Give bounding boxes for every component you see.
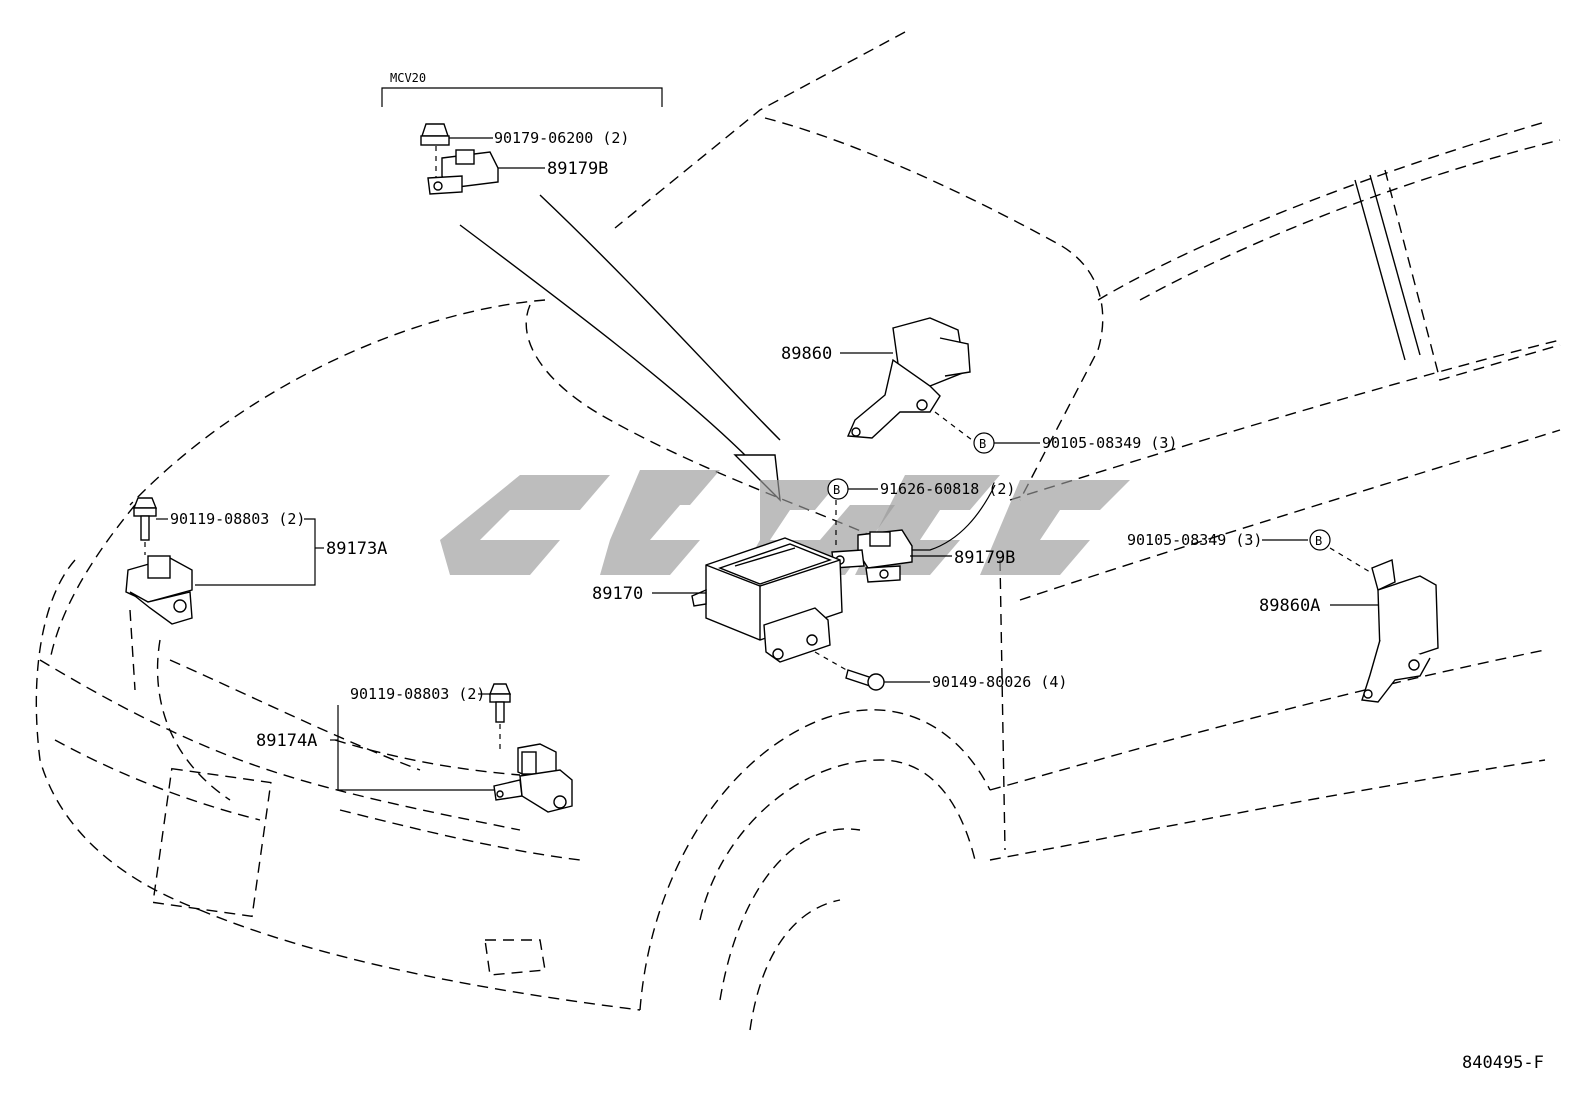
bolt-left-bottom-label: 90119-08803 (2) [350, 685, 485, 703]
sensor-89860-label: 89860 [781, 344, 832, 364]
bolt-left-top-label: 90119-08803 (2) [170, 510, 305, 528]
mcv-sensor-label: 89179B [547, 159, 608, 179]
sensor-89173a-label: 89173A [326, 539, 387, 559]
mcv-nut-label: 90179-06200 (2) [494, 129, 629, 147]
mcv20-label: MCV20 [390, 71, 426, 85]
bolt-right-top-label: 90105-08349 (3) [1042, 434, 1177, 452]
vehicle-outline [35, 31, 1561, 1031]
sensor-89179b-center: B 91626-60818 (2) 89179B [827, 478, 1015, 583]
sensor-89860a: 90105-08349 (3) B 89860A [1127, 529, 1439, 703]
sensor-89174a-label: 89174A [256, 731, 317, 751]
callout-b-2: B [833, 483, 840, 497]
bolt-ecu-label: 90149-80026 (4) [932, 673, 1067, 691]
sensor-89860a-label: 89860A [1259, 596, 1320, 616]
ecu-89170-label: 89170 [592, 584, 643, 604]
ecu-89170: 89170 90149-80026 (4) [592, 537, 1067, 691]
bolt-right-side-label: 90105-08349 (3) [1127, 531, 1262, 549]
drawing-number: 840495-F [1462, 1053, 1544, 1073]
sensor-89860: 89860 B 90105-08349 (3) [781, 317, 1177, 454]
sensor-89173a: 90119-08803 (2) 89173A [125, 497, 387, 625]
callout-b-1: B [979, 437, 986, 451]
sensor-center-label: 89179B [954, 548, 1015, 568]
sensor-89174a: 90119-08803 (2) 89174A [256, 683, 573, 813]
mcv20-inset: MCV20 90179-06200 (2) 89179B [381, 71, 663, 195]
callout-91626-label: 91626-60818 (2) [880, 480, 1015, 498]
callout-b-3: B [1315, 534, 1322, 548]
